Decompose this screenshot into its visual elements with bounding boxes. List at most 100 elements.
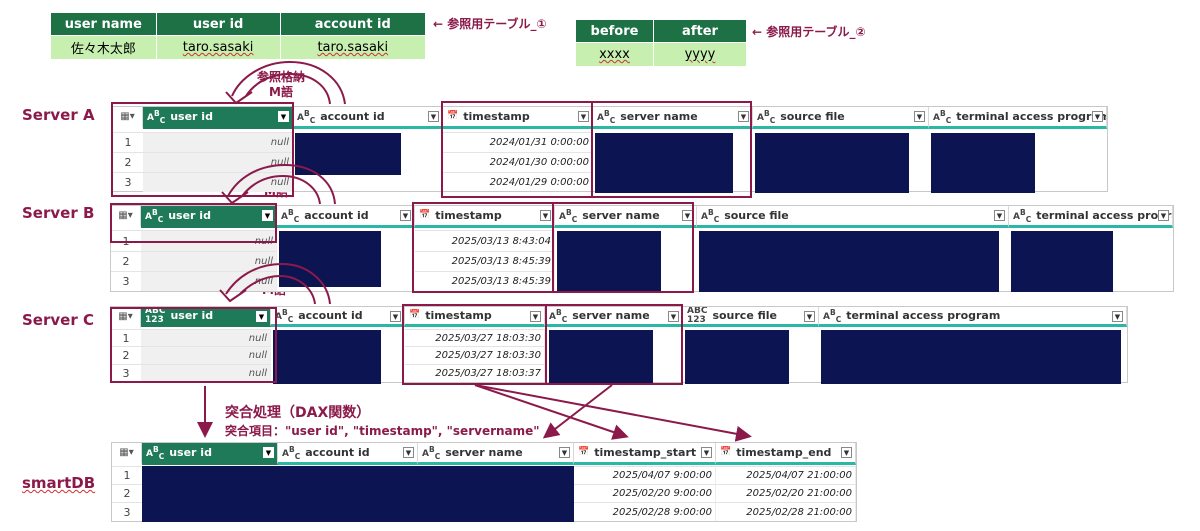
- filter-dropdown-icon[interactable]: ▼: [841, 447, 852, 458]
- filter-dropdown-icon[interactable]: ▼: [263, 447, 274, 458]
- ref1-note: ← 参照用テーブル_①: [433, 17, 547, 31]
- row-number: 1: [111, 329, 141, 346]
- ref2-cell-before: xxxx: [575, 42, 654, 67]
- row-number: 2: [111, 346, 141, 364]
- text-type-icon: ABC: [146, 444, 165, 461]
- server-a-col-timestamp-label: timestamp: [463, 110, 530, 123]
- server-c-servername-highlight: [545, 304, 683, 385]
- ref1-header-user-name: user name: [50, 12, 157, 36]
- server-b-timestamp: 2025/03/13 8:45:39: [415, 251, 555, 271]
- smartdb-col-timestamp-start-label: timestamp_start: [594, 446, 697, 459]
- filter-dropdown-icon[interactable]: ▼: [578, 111, 589, 122]
- text-type-icon: ABC: [275, 307, 294, 324]
- server-b-col-timestamp[interactable]: 📅 timestamp ▼: [415, 206, 555, 228]
- filter-dropdown-icon[interactable]: ▼: [256, 311, 267, 322]
- filter-dropdown-icon[interactable]: ▼: [278, 111, 289, 122]
- redacted-block: [685, 330, 789, 384]
- curved-arrow-c: [219, 262, 331, 305]
- smartdb-col-timestamp-end[interactable]: 📅timestamp_end▼: [716, 443, 856, 465]
- ref2-cell-after: yyyy: [652, 42, 748, 67]
- server-c-col-timestamp[interactable]: 📅timestamp▼: [405, 307, 545, 327]
- process-title: 突合処理（DAX関数）: [225, 405, 371, 421]
- redacted-block: [295, 133, 401, 175]
- server-c-col-terminal-label: terminal access program: [846, 309, 1001, 322]
- datetime-type-icon: 📅: [419, 210, 431, 220]
- filter-dropdown-icon[interactable]: ▼: [530, 311, 541, 322]
- filter-dropdown-icon[interactable]: ▼: [428, 111, 439, 122]
- filter-dropdown-icon[interactable]: ▼: [559, 447, 570, 458]
- filter-dropdown-icon[interactable]: ▼: [914, 111, 925, 122]
- text-type-icon: ABC: [282, 444, 301, 461]
- smartdb-col-timestamp-start[interactable]: 📅 timestamp_start ▼: [574, 443, 716, 465]
- table-menu-icon[interactable]: ▦▾: [112, 443, 142, 465]
- table-menu-icon[interactable]: ▦▾: [111, 307, 141, 329]
- filter-dropdown-icon[interactable]: ▼: [994, 210, 1005, 221]
- reference-table-2: before after xxxx yyyy: [575, 19, 748, 67]
- redacted-block: [279, 231, 381, 287]
- filter-dropdown-icon[interactable]: ▼: [1092, 111, 1103, 122]
- server-b-col-user-id[interactable]: ABC user id ▼: [141, 206, 277, 228]
- ref1-cell-account-id: taro.sasaki: [279, 35, 427, 60]
- filter-dropdown-icon[interactable]: ▼: [668, 311, 679, 322]
- row-number: 1: [112, 466, 142, 484]
- row-number: 1: [113, 132, 143, 152]
- text-type-icon: ABC: [281, 207, 300, 224]
- redacted-block: [273, 330, 381, 384]
- server-b-col-user-id-label: user id: [168, 209, 211, 222]
- filter-dropdown-icon[interactable]: ▼: [540, 210, 551, 221]
- timestamp-to-end-arrow: [474, 384, 752, 442]
- smartdb-timestamp-start: 2025/02/28 9:00:00: [574, 502, 716, 521]
- server-b-col-timestamp-label: timestamp: [435, 209, 502, 222]
- server-c-timestamp: 2025/03/27 18:03:30: [405, 346, 545, 364]
- table-menu-icon[interactable]: ▦▾: [113, 107, 143, 129]
- filter-dropdown-icon[interactable]: ▼: [390, 311, 401, 322]
- server-b-timestamp: 2025/03/13 8:45:39: [415, 271, 555, 291]
- row-number: 3: [111, 364, 141, 382]
- server-b-null: null: [141, 251, 277, 271]
- merge-note-a-line2: M語: [269, 85, 293, 99]
- server-a-col-timestamp[interactable]: 📅timestamp▼: [443, 107, 593, 129]
- filter-dropdown-icon[interactable]: ▼: [701, 447, 712, 458]
- filter-dropdown-icon[interactable]: ▼: [1112, 311, 1123, 322]
- filter-dropdown-icon[interactable]: ▼: [1158, 210, 1169, 221]
- redacted-block: [821, 330, 1121, 384]
- server-a-col-terminal-label: terminal access program: [956, 110, 1107, 123]
- ref1-cell-user-id: taro.sasaki: [155, 35, 281, 60]
- server-c-col-timestamp-label: timestamp: [425, 309, 492, 322]
- filter-dropdown-icon[interactable]: ▼: [403, 447, 414, 458]
- server-b-col-terminal-label: terminal access program: [1036, 209, 1172, 222]
- filter-dropdown-icon[interactable]: ▼: [738, 111, 749, 122]
- redacted-block: [931, 133, 1035, 193]
- datetime-type-icon: 📅: [578, 447, 590, 457]
- smartdb-timestamp-start: 2025/02/20 9:00:00: [574, 484, 716, 502]
- filter-dropdown-icon[interactable]: ▼: [804, 311, 815, 322]
- curved-arrow-a: [225, 60, 346, 105]
- server-b-servername-highlight: [552, 202, 694, 293]
- server-a-col-source-file-label: source file: [780, 110, 845, 123]
- filter-dropdown-icon[interactable]: ▼: [262, 210, 273, 221]
- ref1-cell-user-name: 佐々木太郎: [50, 35, 157, 60]
- server-c-null: null: [141, 346, 271, 364]
- table-menu-icon[interactable]: ▦▾: [111, 206, 141, 228]
- smartdb-timestamp-end: 2025/02/28 21:00:00: [716, 502, 856, 521]
- text-type-icon: ABC: [145, 207, 164, 224]
- filter-dropdown-icon[interactable]: ▼: [400, 210, 411, 221]
